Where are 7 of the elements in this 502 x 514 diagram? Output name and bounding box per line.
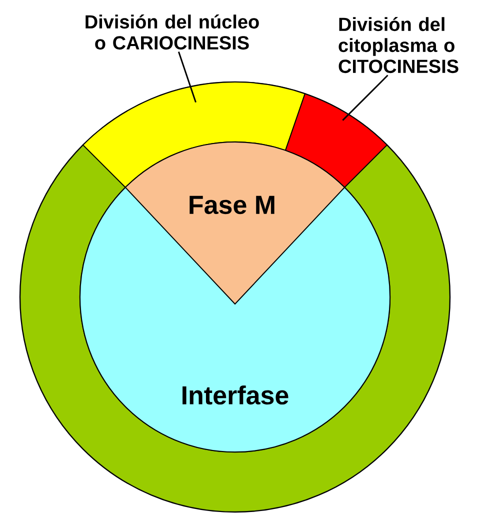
leader-line bbox=[178, 52, 196, 103]
cycle-segment bbox=[284, 93, 388, 188]
callout-label: División del citoplasma o CITOCINESIS bbox=[338, 16, 458, 74]
callout-label: División del núcleo o CARIOCINESIS bbox=[86, 14, 259, 50]
cycle-segment bbox=[82, 82, 306, 188]
leader-line bbox=[342, 74, 388, 121]
phase-wedge: Fase M bbox=[124, 142, 346, 304]
